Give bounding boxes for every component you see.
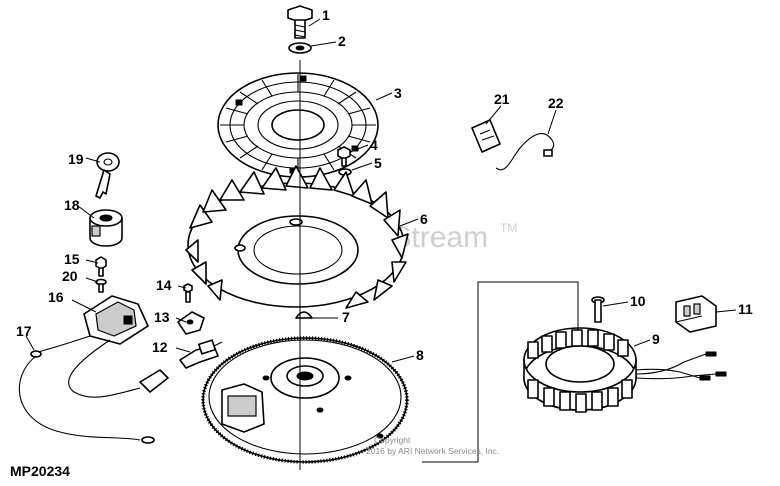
part-10-screw[interactable] — [591, 296, 605, 323]
callout-11[interactable]: 11 — [738, 301, 753, 317]
part-21-decal[interactable] — [471, 119, 501, 153]
part-6-fan[interactable] — [185, 165, 409, 309]
part-11-connector[interactable] — [675, 295, 717, 333]
part-20-washer[interactable] — [95, 278, 107, 293]
part-1-bolt[interactable] — [287, 5, 313, 39]
callout-13[interactable]: 13 — [154, 309, 170, 325]
callout-8[interactable]: 8 — [416, 347, 424, 363]
callout-4[interactable]: 4 — [370, 137, 378, 153]
part-4-screw[interactable] — [337, 146, 351, 167]
part-19-ignition-key[interactable] — [95, 152, 120, 199]
callout-18[interactable]: 18 — [64, 197, 80, 213]
part-9-stator[interactable] — [523, 327, 727, 413]
callout-2[interactable]: 2 — [338, 33, 346, 49]
callout-9[interactable]: 9 — [652, 331, 660, 347]
part-16-ignition-module[interactable] — [83, 295, 149, 345]
callout-21[interactable]: 21 — [494, 91, 510, 107]
copyright-notice: Copyright 2016 by ARI Network Services, … — [366, 435, 499, 456]
callout-labels: 1 2 3 4 5 6 7 8 9 10 11 12 13 14 15 16 1… — [16, 7, 753, 363]
callout-12[interactable]: 12 — [152, 339, 168, 355]
callout-22[interactable]: 22 — [548, 95, 564, 111]
callout-5[interactable]: 5 — [374, 155, 382, 171]
part-2-washer[interactable] — [288, 42, 312, 54]
callout-1[interactable]: 1 — [322, 7, 330, 23]
assembly-lines — [299, 60, 579, 470]
part-12-spark-plug[interactable] — [179, 339, 223, 369]
callout-6[interactable]: 6 — [420, 211, 428, 227]
part-14-screw[interactable] — [183, 283, 193, 303]
part-18-bushing[interactable] — [89, 209, 123, 247]
copyright-line-2: 2016 by ARI Network Services, Inc. — [366, 446, 499, 456]
callout-15[interactable]: 15 — [64, 251, 80, 267]
callout-20[interactable]: 20 — [62, 268, 78, 284]
watermark-tm: TM — [500, 221, 517, 235]
callout-16[interactable]: 16 — [48, 289, 64, 305]
part-8-flywheel[interactable] — [201, 336, 409, 464]
callout-10[interactable]: 10 — [630, 293, 646, 309]
callout-7[interactable]: 7 — [342, 309, 350, 325]
copyright-line-1: Copyright — [374, 435, 411, 445]
leader-lines — [25, 18, 737, 363]
diagram-id: MP20234 — [10, 463, 70, 479]
part-3-rotating-screen[interactable] — [217, 72, 379, 178]
callout-14[interactable]: 14 — [156, 277, 172, 293]
part-22-harness[interactable] — [495, 133, 555, 171]
callout-19[interactable]: 19 — [68, 151, 84, 167]
part-7-flywheel-key[interactable] — [295, 311, 313, 319]
part-13-bracket[interactable] — [177, 311, 205, 335]
callout-17[interactable]: 17 — [16, 323, 32, 339]
part-17-lead-wire[interactable] — [18, 335, 169, 444]
part-15-screw[interactable] — [95, 256, 107, 277]
callout-3[interactable]: 3 — [394, 85, 402, 101]
